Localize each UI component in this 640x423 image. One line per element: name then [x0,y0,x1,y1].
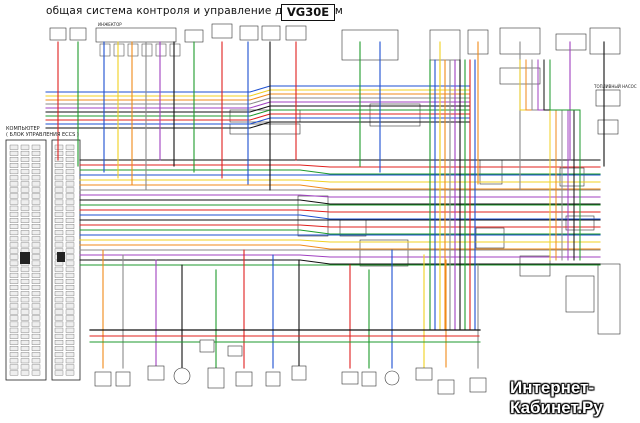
wire [79,194,601,198]
wire [45,97,471,105]
watermark-line1: Интернет- [510,378,595,397]
wire [79,244,601,250]
ecu-connector [5,139,81,381]
wire [79,179,601,183]
wire [79,184,601,190]
wire [45,109,471,117]
wire-harness [45,41,605,369]
watermark: Интернет- Кабинет.Ру [510,378,603,418]
wire [79,214,601,220]
diagram-title: общая система контроля и управление двиг… [46,5,343,17]
wire [45,93,471,101]
watermark-line2: Кабинет.Ру [510,398,603,417]
wire [45,113,471,121]
wire [79,199,601,205]
wire [45,89,471,97]
ecu-label-line2: ( БЛОК УПРАВЛЕНИЯ ECCS ) [6,132,79,138]
bottom-components [94,339,487,395]
wire [45,85,471,93]
wire [45,121,471,129]
fuel-pump-label: ТОПЛИВНЫЙ НАСОС [593,84,637,89]
injector-row [99,43,181,57]
wire [79,169,601,175]
wire [45,105,471,113]
wire [45,101,471,109]
wire [79,239,601,243]
wire [79,164,601,168]
wire [79,209,601,213]
top-components [49,23,621,335]
wire [45,117,471,125]
ecu-label-line1: КОМПЬЮТЕР [6,126,40,132]
engine-model-badge: VG30E [281,4,335,21]
wire [549,59,581,261]
injector-label: ИНЖЕКТОР [98,22,122,27]
